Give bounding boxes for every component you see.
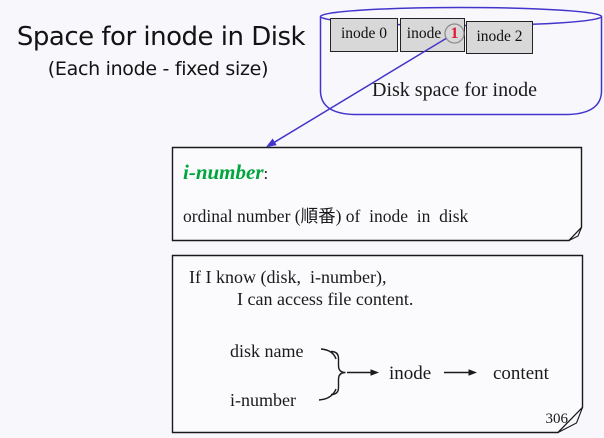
flow-node-inode: inode (389, 363, 432, 384)
connector-disk-name (320, 348, 337, 360)
slide-title: Space for inode in Disk (16, 22, 306, 52)
flow-arrow-2-head-icon (468, 369, 477, 376)
disk-caption: Disk space for inode (372, 79, 537, 101)
flow-input-i-number: i-number (230, 390, 296, 410)
page-number: 306 (545, 411, 569, 427)
inumber-term-colon: : (263, 164, 269, 183)
flow-arrow-1-head-icon (370, 369, 379, 376)
disk-cell-inode0: inode 0 (330, 18, 398, 52)
disk-cell-inode2-label: inode 2 (476, 28, 523, 45)
slide-subtitle: (Each inode - fixed size) (47, 58, 269, 80)
disk-cell-inode1-label: inode (406, 25, 442, 42)
access-note-line1: If I know (disk, i-number), (189, 267, 387, 287)
connector-i-number (318, 388, 337, 401)
inumber-term-line: i-number: (183, 160, 268, 185)
disk-cell-inode2: inode 2 (466, 21, 533, 54)
highlighted-inode-number: 1 (450, 25, 459, 42)
inumber-definition: ordinal number (順番) of inode in disk (183, 206, 469, 226)
access-note-line2: I can access file content. (237, 289, 414, 309)
curly-brace-icon (330, 350, 346, 396)
flow-result-content: content (493, 363, 549, 384)
flow-input-disk-name: disk name (230, 341, 304, 361)
inumber-note-fold-icon (568, 227, 583, 241)
disk-cell-inode0-label: inode 0 (340, 25, 388, 42)
inumber-term: i-number (183, 160, 264, 184)
